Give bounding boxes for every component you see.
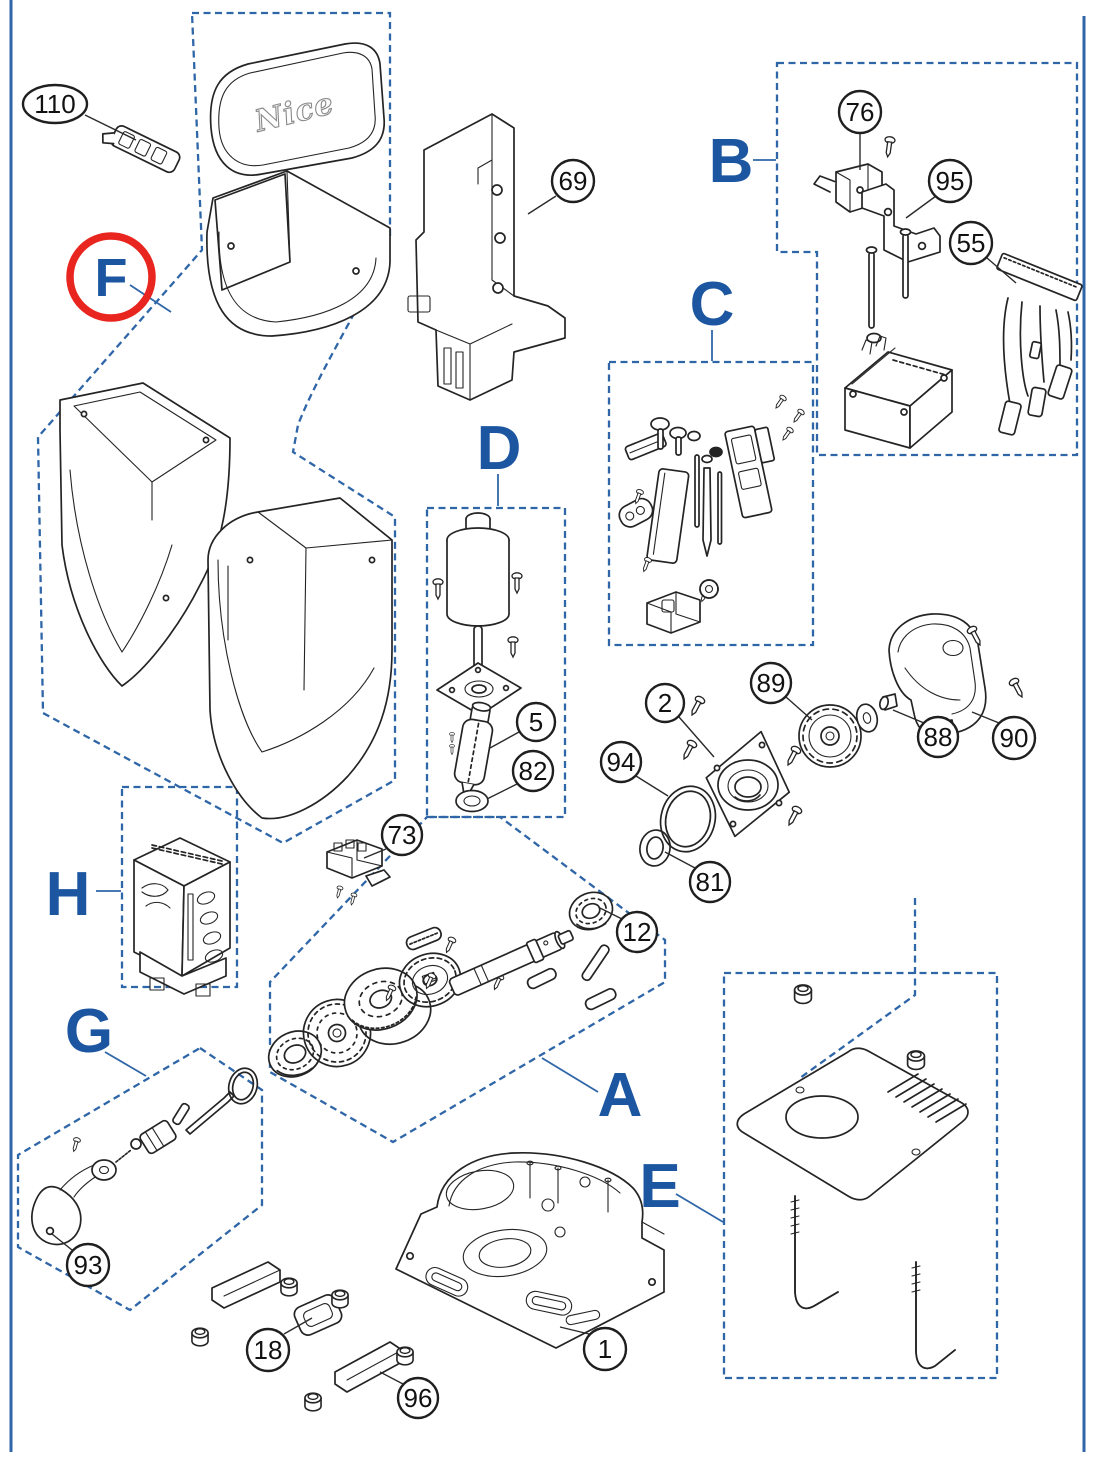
- balloon-55-label: 55: [957, 228, 986, 258]
- balloon-2-label: 2: [658, 688, 672, 718]
- hardware-kit-c: [618, 393, 806, 634]
- balloon-96: 96: [396, 1376, 440, 1420]
- balloon-96-label: 96: [404, 1383, 433, 1413]
- rear-housing: [59, 382, 231, 687]
- balloon-88-label: 88: [924, 722, 953, 752]
- part-69-bracket: [407, 113, 566, 401]
- section-box-c: [607, 360, 815, 647]
- balloon-95-label: 95: [936, 166, 965, 196]
- section-box-a: [268, 815, 667, 1144]
- balloon-81-label: 81: [696, 867, 725, 897]
- section-label-b: B: [709, 127, 754, 196]
- section-box-h: [120, 785, 239, 989]
- motor-plate: [436, 662, 522, 716]
- section-dash-segment: [799, 898, 917, 1079]
- balloon-89-label: 89: [757, 668, 786, 698]
- balloon-1: 1: [582, 1326, 628, 1372]
- balloon-76-label: 76: [846, 97, 875, 127]
- section-label-a: A: [598, 1061, 643, 1130]
- anchor-bolt-1: [790, 1195, 839, 1310]
- part-2-flange: [678, 694, 804, 838]
- balloon-90: 90: [991, 715, 1037, 761]
- front-shell: [206, 170, 391, 337]
- balloon-12: 12: [615, 910, 659, 954]
- release-kit: [31, 1067, 259, 1246]
- part-55-harness: [996, 252, 1083, 436]
- section-box-g: [16, 1046, 264, 1312]
- balloon-110: 110: [21, 83, 89, 125]
- balloon-93-label: 93: [74, 1250, 103, 1280]
- part-81-ring: [639, 829, 671, 867]
- part-12-bearing: [568, 891, 614, 931]
- section-leaders: [96, 159, 776, 1223]
- anchor-bolt-2: [911, 1261, 956, 1370]
- part-5-worm: [453, 701, 494, 802]
- balloon-18-label: 18: [254, 1335, 283, 1365]
- section-letters: F B C D H G A E: [46, 127, 754, 1221]
- spacer-bars-and-caps: [191, 1261, 414, 1412]
- transformer-screws: [865, 228, 912, 344]
- balloon-81: 81: [688, 860, 732, 904]
- control-unit: [133, 837, 231, 997]
- balloon-89: 89: [749, 661, 793, 705]
- section-label-e: E: [639, 1152, 680, 1221]
- balloon-73-label: 73: [388, 820, 417, 850]
- balloon-94-label: 94: [607, 747, 636, 777]
- section-box-d: [425, 506, 567, 819]
- balloon-18: 18: [245, 1327, 291, 1373]
- balloon-73: 73: [380, 813, 424, 857]
- page-border-lines: [9, 0, 1086, 1452]
- balloon-69-label: 69: [559, 166, 588, 196]
- foundation-plate-kit: [736, 984, 969, 1370]
- balloon-5: 5: [515, 701, 557, 743]
- section-label-h: H: [46, 860, 91, 929]
- part-89-gear: [798, 704, 862, 768]
- part-1-housing: [395, 1152, 665, 1349]
- balloon-12-label: 12: [623, 917, 652, 947]
- part-balloons: 110 76 95 55 69 5 82 73 2 89 88 90 94 81…: [21, 83, 1037, 1420]
- balloon-5-label: 5: [529, 707, 543, 737]
- section-label-g: G: [65, 997, 113, 1066]
- balloon-110-label: 110: [34, 89, 75, 119]
- balloon-2: 2: [644, 682, 686, 724]
- part-110-clamp: [101, 125, 181, 174]
- section-box-b: [775, 61, 1079, 457]
- part-motor: [432, 512, 523, 679]
- front-housing: [207, 497, 393, 820]
- balloon-1-label: 1: [598, 1334, 612, 1364]
- nice-top-cover: Nice: [209, 42, 385, 176]
- part-94-oring: [659, 785, 717, 853]
- section-label-f: F: [95, 248, 128, 308]
- highlight-ring-f: [66, 232, 156, 322]
- balloon-55: 55: [948, 220, 994, 266]
- balloon-82: 82: [511, 749, 555, 793]
- balloon-76: 76: [837, 89, 883, 135]
- part-82-pad: [455, 789, 489, 813]
- section-box-e: [722, 971, 999, 1380]
- balloon-95: 95: [927, 158, 973, 204]
- section-label-c: C: [690, 270, 735, 339]
- balloon-90-label: 90: [1000, 723, 1029, 753]
- balloon-88: 88: [916, 715, 960, 759]
- balloon-69: 69: [550, 158, 596, 204]
- balloon-93: 93: [65, 1242, 111, 1288]
- part-73-terminal: [326, 839, 391, 907]
- balloon-94: 94: [599, 740, 643, 784]
- balloon-82-label: 82: [519, 756, 548, 786]
- gear-train: [267, 926, 617, 1078]
- section-label-d: D: [477, 414, 522, 483]
- balloon-leaders: [51, 114, 1017, 1385]
- part-transformer: [844, 335, 953, 449]
- part-95-bracket: [861, 183, 941, 263]
- part-88-washer-bushing: [855, 693, 898, 733]
